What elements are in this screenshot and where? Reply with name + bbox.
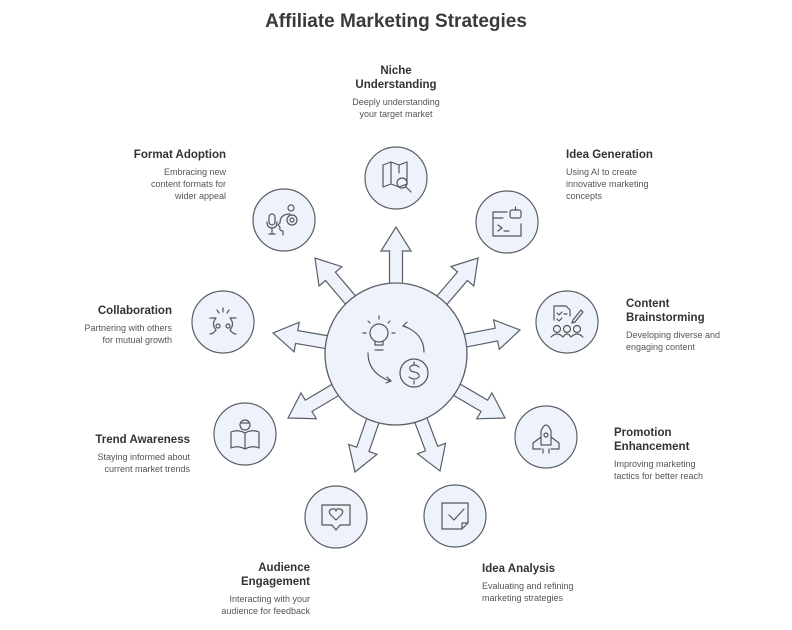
node-promotion-enhancement [514,405,578,469]
node-trend-awareness [213,402,277,466]
node-collaboration [191,290,255,354]
node-niche [364,146,428,210]
node-idea-generation [475,190,539,254]
node-title: Idea Analysis [482,563,556,575]
reading-person-icon [230,419,260,450]
map-search-icon [382,161,412,193]
node-audience-engagement [304,485,368,549]
lightbulb-dollar-cycle-icon [362,315,429,388]
node-idea-analysis [423,484,487,548]
heart-chat-icon [321,504,351,531]
node-content-brainstorming [535,290,599,354]
node-title: Trend Awareness [95,434,190,446]
rocket-icon [532,424,560,454]
center-hub [324,282,468,426]
nodes [191,146,599,549]
node-title: Format Adoption [133,149,226,161]
faces-together-icon [209,307,237,335]
node-title: Idea Generation [566,149,653,161]
microphone-head-icon [266,204,298,236]
page-title: Affiliate Marketing Strategies [265,11,527,32]
node-title: Collaboration [97,305,172,317]
node-format-adoption [252,188,316,252]
checklist-team-icon [550,305,584,338]
terminal-robot-icon [492,206,522,237]
checkbox-note-icon [441,502,469,530]
